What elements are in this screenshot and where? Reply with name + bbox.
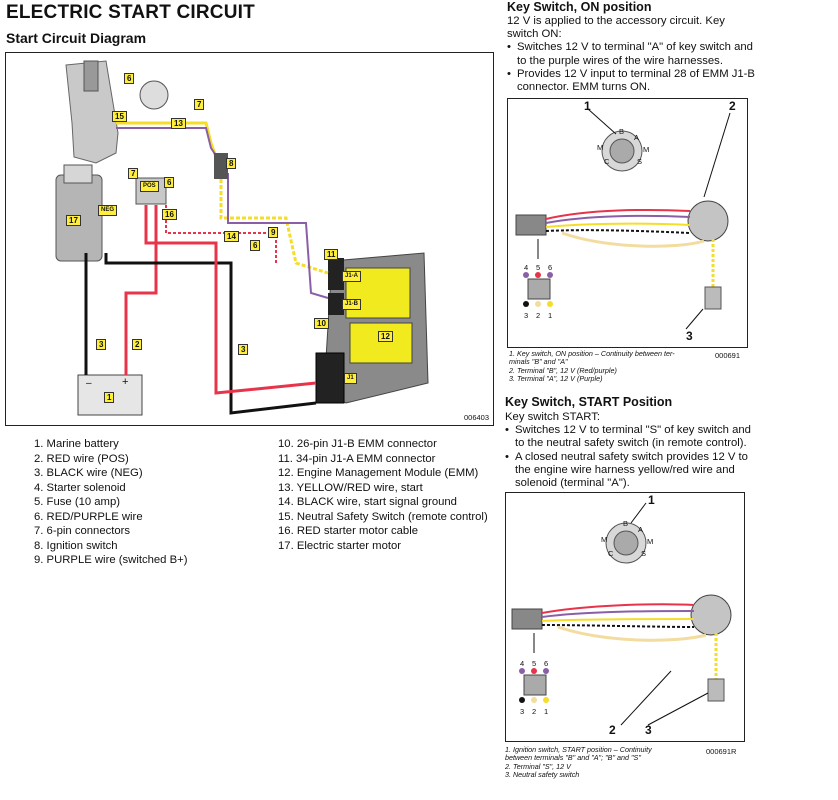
start-captions: 1. Ignition switch, START position – Con… [505, 745, 652, 780]
on-switch-letter-c: C [604, 157, 610, 166]
legend-item: 6. RED/PURPLE wire [34, 510, 143, 523]
legend-item: 7. 6-pin connectors [34, 525, 131, 537]
on-pin-2: 2 [536, 311, 541, 320]
callout-16: 16 [162, 209, 177, 220]
callout-14: 14 [224, 231, 239, 242]
legend-item: 1. Marine battery [34, 438, 119, 450]
on-callout-2: 2 [729, 99, 736, 113]
callout-j1b: J1-B [342, 299, 362, 310]
on-callout-3: 3 [686, 329, 693, 343]
start-illustration [511, 502, 732, 726]
start-switch-letter-b: B [623, 519, 629, 528]
callout-7: 8 [226, 158, 237, 169]
on-captions: 1. Key switch, ON position – Continuity … [509, 349, 675, 384]
legend-item: 11. 34-pin J1-A EMM connector [278, 452, 436, 465]
battery-neg-terminal: – [86, 378, 92, 389]
on-switch-letter-b: B [619, 127, 625, 136]
start-section-text: Key switch START: Switches 12 V to termi… [505, 411, 835, 490]
callout-10: 10 [314, 318, 329, 329]
callout-pos: POS [140, 181, 159, 192]
diagram-code: 006403 [464, 413, 490, 422]
legend-item: 4. Starter solenoid [34, 481, 126, 494]
callout-3b: 3 [238, 344, 249, 355]
callout-2: 2 [132, 339, 143, 350]
legend-left: 1. Marine battery 2. RED wire (POS) 3. B… [34, 437, 274, 568]
start-pin-3: 3 [520, 707, 525, 716]
circuit-illustration [55, 60, 429, 416]
legend-item: 5. Fuse (10 amp) [34, 496, 121, 508]
start-pin-5: 5 [532, 659, 537, 668]
start-bullet: A closed neutral safety switch provides … [505, 451, 835, 491]
start-section-heading: Key Switch, START Position [505, 395, 673, 409]
callout-6: 6 [250, 240, 261, 251]
callout-4: 6 [164, 177, 175, 188]
on-switch-letter-m: M [597, 143, 604, 152]
legend-right: 10. 26-pin J1-B EMM connector 11. 34-pin… [278, 437, 498, 553]
start-callout-2: 2 [609, 723, 616, 737]
callout-11: 11 [324, 249, 339, 260]
legend-item: 9. PURPLE wire (switched B+) [34, 554, 188, 566]
on-switch-letter-a: A [634, 133, 640, 142]
start-pin-6: 6 [544, 659, 549, 668]
start-switch-letter-a: A [638, 525, 644, 534]
start-circuit-diagram: 6 7 15 13 8 7 6 POS NEG 17 16 9 14 6 11 … [5, 52, 494, 426]
callout-5: 7 [128, 168, 139, 179]
legend-item: 17. Electric starter motor [278, 539, 402, 552]
start-bullet: Switches 12 V to terminal "S" of key swi… [505, 424, 835, 450]
legend-item: 13. YELLOW/RED wire, start [278, 481, 423, 494]
page-title: ELECTRIC START CIRCUIT [6, 2, 255, 23]
on-bullet: Provides 12 V input to terminal 28 of EM… [507, 68, 837, 94]
diagram-subtitle: Start Circuit Diagram [6, 30, 147, 46]
callout-neg: NEG [98, 205, 118, 216]
on-diagram-code: 000691 [715, 351, 741, 360]
legend-item: 14. BLACK wire, start signal ground [278, 496, 457, 508]
key-switch-on-diagram: 1 2 3 B A M C S M 4 5 6 3 2 1 [507, 98, 748, 348]
callout-17: 17 [66, 215, 81, 226]
start-switch-letter-m: M [601, 535, 608, 544]
start-pin-4: 4 [520, 659, 525, 668]
on-pin-3: 3 [524, 311, 529, 320]
legend-item: 3. BLACK wire (NEG) [34, 467, 143, 479]
battery-pos-terminal: + [122, 376, 129, 388]
on-pin-6: 6 [548, 263, 553, 272]
legend-item: 2. RED wire (POS) [34, 452, 129, 465]
legend-item: 8. Ignition switch [34, 539, 118, 552]
on-section-heading: Key Switch, ON position [507, 0, 652, 14]
callout-9: 7 [194, 99, 205, 110]
callout-13: 13 [171, 118, 186, 129]
start-diagram-code: 000691R [706, 747, 737, 756]
start-switch-letter-m2: M [647, 537, 654, 546]
on-callout-1: 1 [584, 99, 591, 113]
on-pin-1: 1 [548, 311, 553, 320]
start-pin-2: 2 [532, 707, 537, 716]
legend-item: 16. RED starter motor cable [278, 525, 419, 537]
start-callout-1: 1 [648, 493, 655, 507]
on-pin-4: 4 [524, 263, 529, 272]
legend-item: 15. Neutral Safety Switch (remote contro… [278, 510, 488, 523]
key-switch-start-diagram: 1 2 3 B A M C S M 4 5 6 3 2 1 [505, 492, 745, 742]
callout-9b: 9 [268, 227, 279, 238]
start-switch-letter-c: C [608, 549, 614, 558]
start-switch-letter-s: S [641, 549, 647, 558]
legend-item: 12. Engine Management Module (EMM) [278, 467, 479, 479]
callout-12: 12 [378, 331, 393, 342]
on-switch-letter-m2: M [643, 145, 650, 154]
callout-3a: 3 [96, 339, 107, 350]
on-illustration [515, 108, 731, 330]
start-pin-1: 1 [544, 707, 549, 716]
callout-j1: J1 [344, 373, 357, 384]
on-switch-letter-s: S [637, 157, 643, 166]
on-pin-5: 5 [536, 263, 541, 272]
callout-8: 6 [124, 73, 135, 84]
callout-1: 1 [104, 392, 115, 403]
callout-j1a: J1-A [342, 271, 362, 282]
legend-item: 10. 26-pin J1-B EMM connector [278, 438, 437, 450]
on-section-text: 12 V is applied to the accessory circuit… [507, 15, 837, 94]
start-callout-3: 3 [645, 723, 652, 737]
callout-15: 15 [112, 111, 127, 122]
on-bullet: Switches 12 V to terminal "A" of key swi… [507, 41, 837, 67]
